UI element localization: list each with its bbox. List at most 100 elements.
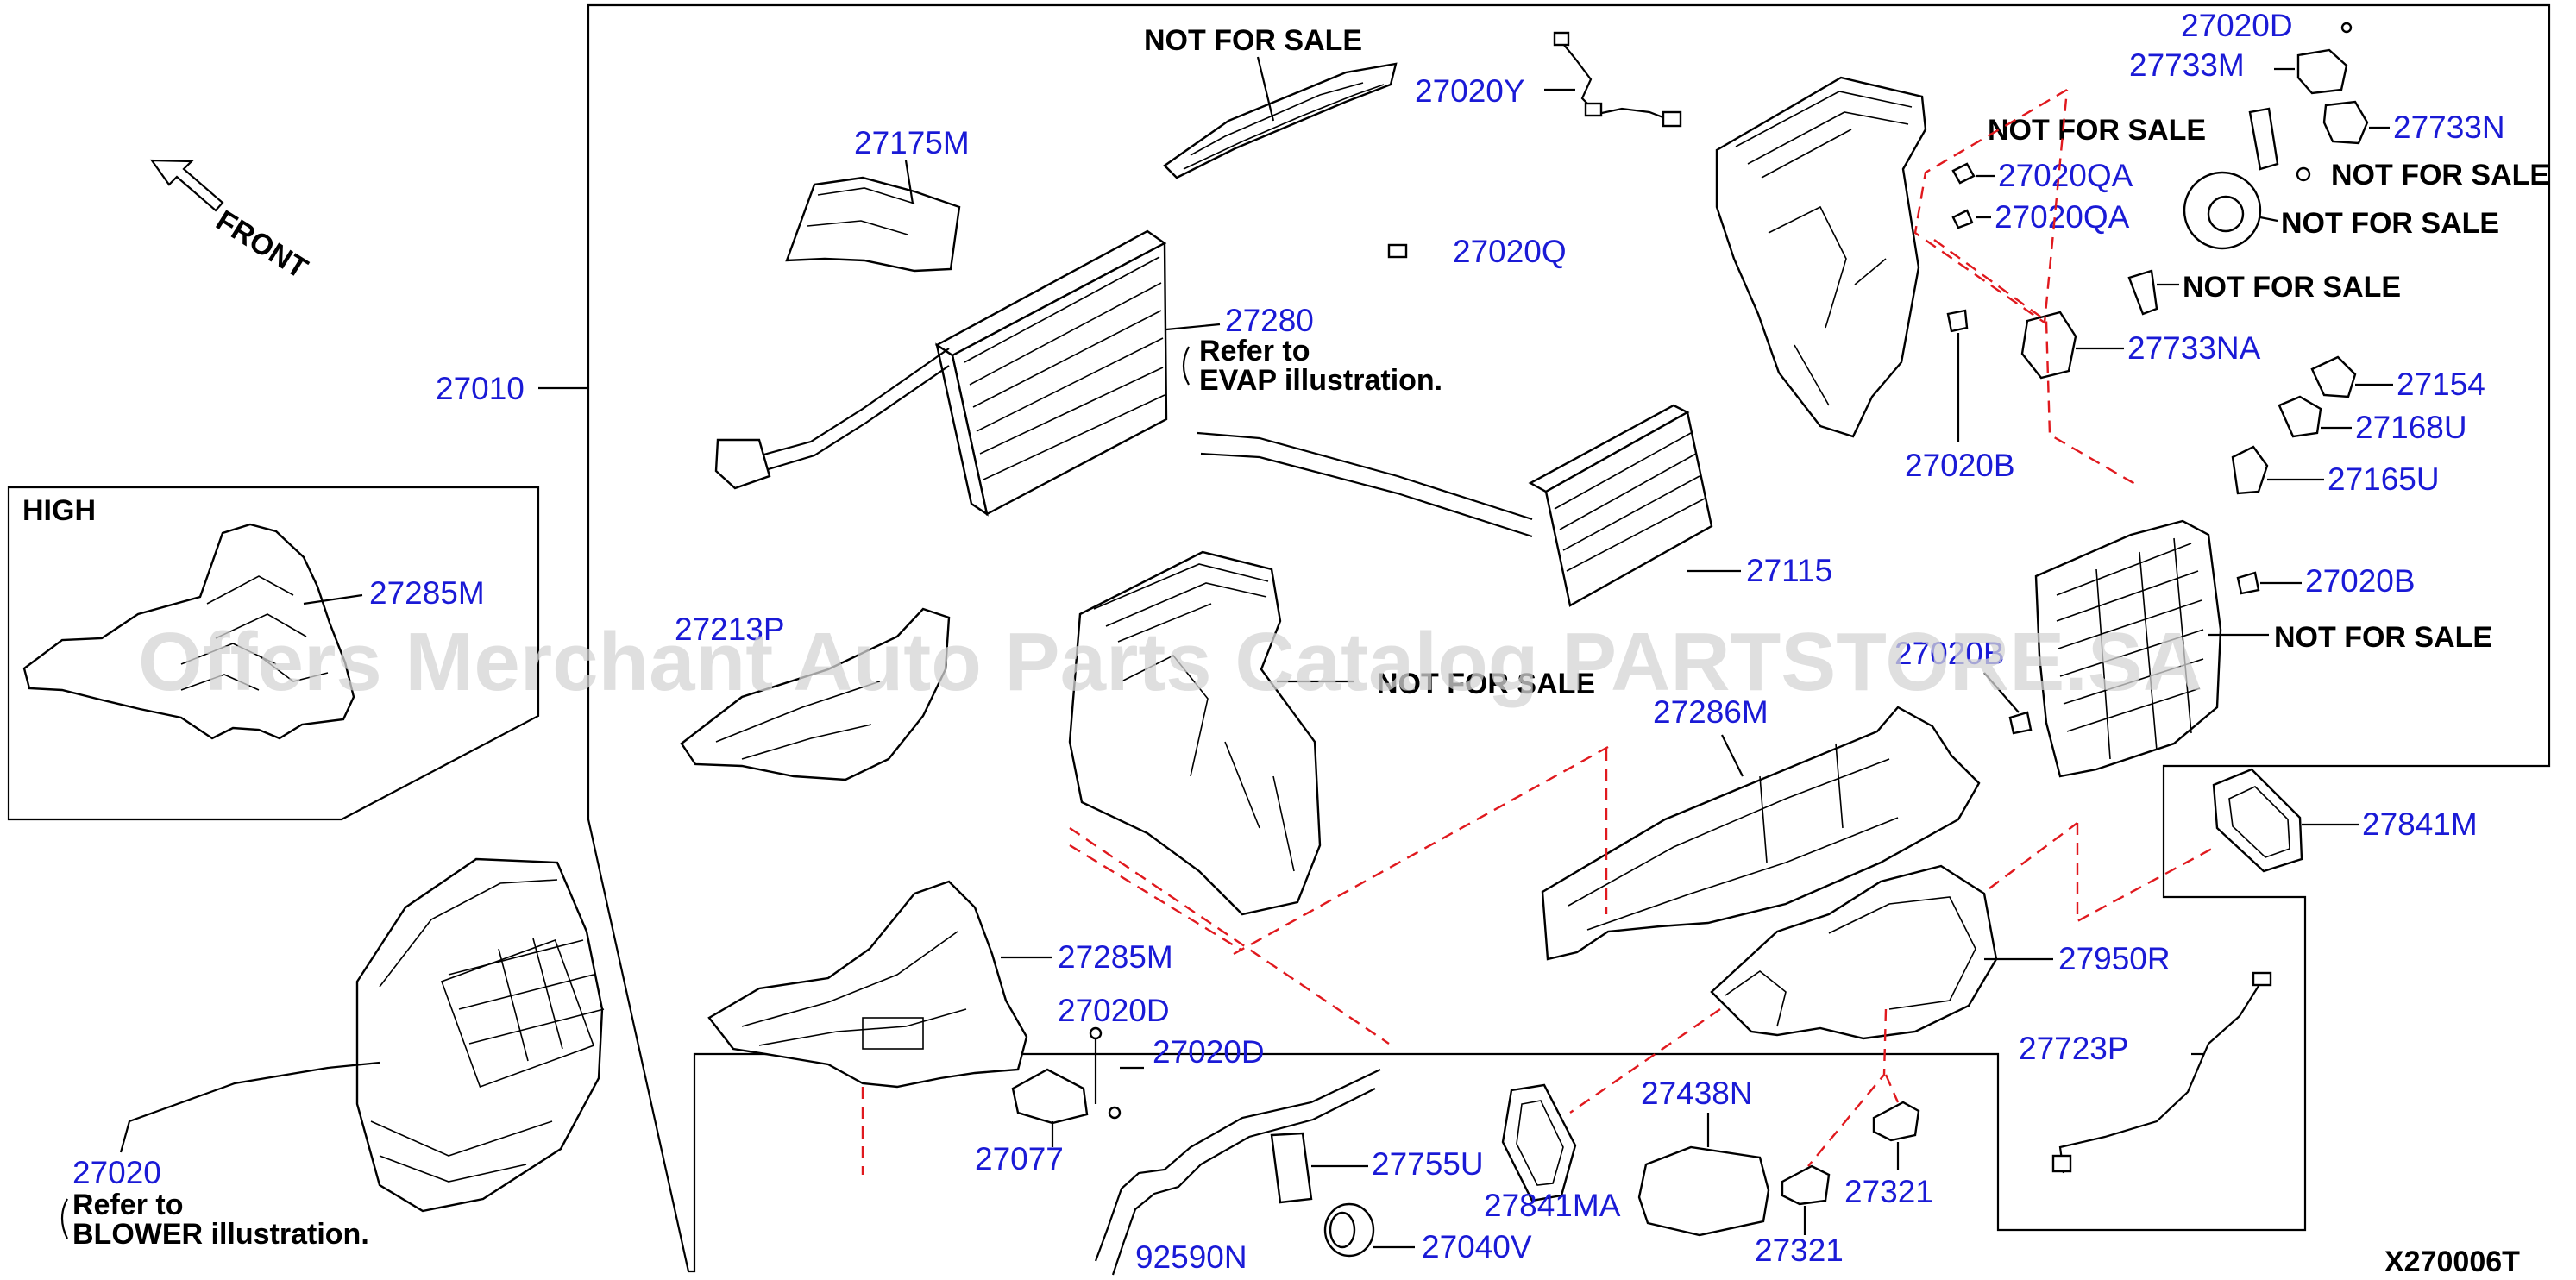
bracket-27077-illustration	[1011, 1068, 1089, 1125]
dashed-leaders	[861, 88, 2213, 1175]
leader-27020B-3	[1983, 672, 2020, 713]
part-27154: 27154	[2397, 367, 2485, 402]
leader-27175M	[904, 160, 914, 204]
leader-27285M-high	[303, 593, 363, 605]
link-rod-illustration	[2248, 107, 2279, 171]
harness-27723P-illustration	[2051, 971, 2272, 1174]
hose-92590N-illustration	[1094, 1069, 1381, 1276]
duct-27286M-illustration	[1541, 706, 1981, 961]
evaporator-27280-illustration	[714, 229, 1168, 517]
part-27841M: 27841M	[2362, 806, 2478, 842]
note-not-for-sale-4: NOT FOR SALE	[2281, 207, 2499, 240]
part-27020Y: 27020Y	[1415, 73, 1525, 109]
part-27733M: 27733M	[2129, 47, 2245, 83]
actuator-27733N-illustration	[2322, 100, 2369, 145]
duct-27175M-illustration	[785, 176, 961, 273]
part-27213P: 27213P	[675, 612, 785, 647]
hvac-case-upper-illustration	[1715, 76, 1927, 438]
duct-27285M-illustration	[707, 880, 1028, 1089]
part-27285M: 27285M	[1058, 939, 1173, 975]
part-27020Q: 27020Q	[1453, 234, 1567, 269]
part-27950R: 27950R	[2058, 941, 2171, 976]
note-not-for-sale-3: NOT FOR SALE	[2331, 159, 2549, 191]
part-27020QA-1: 27020QA	[1998, 158, 2133, 193]
part-27733N: 27733N	[2393, 110, 2505, 145]
leader-nfs-4	[2259, 216, 2278, 223]
clip-27020Q-illustration	[1387, 243, 1408, 259]
leader-27020	[119, 1061, 380, 1153]
part-27020D-top: 27020D	[2181, 8, 2293, 43]
note-refer-blower-2: BLOWER illustration.	[72, 1218, 369, 1251]
note-not-for-sale-6: NOT FOR SALE	[2274, 621, 2492, 654]
part-27841MA: 27841MA	[1484, 1188, 1621, 1223]
clip-27020B-2	[2236, 571, 2260, 595]
small-clip-illustration	[2296, 166, 2311, 182]
note-not-for-sale-7: NOT FOR SALE	[1377, 668, 1595, 700]
clip-27020QA-2	[1951, 209, 1974, 229]
part-27077: 27077	[975, 1141, 1064, 1176]
part-27723P: 27723P	[2019, 1031, 2129, 1066]
part-27165U: 27165U	[2328, 461, 2440, 497]
front-arrow	[149, 159, 224, 212]
part-92590N: 92590N	[1135, 1239, 1247, 1275]
part-27438N: 27438N	[1641, 1076, 1753, 1111]
part-27020QA-2: 27020QA	[1995, 199, 2130, 235]
part-27280: 27280	[1225, 303, 1314, 338]
heater-core-27115-illustration	[1197, 404, 1713, 607]
gear-link-illustration	[2183, 171, 2262, 250]
actuator-27733NA-illustration	[2020, 311, 2077, 380]
high-duct-illustration	[22, 523, 355, 740]
screw-27020D-1	[1089, 1026, 1103, 1040]
part-27175M: 27175M	[854, 125, 970, 160]
grille-part-illustration	[1163, 62, 1398, 179]
note-refer-blower-1: Refer to	[72, 1189, 183, 1221]
part-27020B-2: 27020B	[2305, 563, 2416, 599]
hvac-case-center-illustration	[1068, 550, 1322, 916]
bracket-nfs-5-illustration	[2127, 269, 2158, 316]
leader-nfs-1	[1256, 56, 1275, 122]
watermark: Offers Merchant Auto Parts Catalog PARTS…	[138, 616, 2202, 708]
lever-27165U-illustration	[2231, 445, 2269, 495]
duct-27950R-illustration	[1710, 864, 1998, 1040]
bracket-27213P-illustration	[680, 607, 951, 781]
refer-blower-bracket	[60, 1198, 68, 1239]
part-27321-1: 27321	[1844, 1174, 1933, 1209]
hvac-case-right-illustration	[2034, 519, 2222, 778]
blower-27020-illustration	[355, 857, 605, 1213]
high-label: HIGH	[22, 494, 96, 527]
leader-27280	[1165, 323, 1221, 331]
part-27733NA: 27733NA	[2127, 330, 2261, 366]
diagram-code: X270006T	[2384, 1245, 2520, 1278]
screw-27020D-2	[1108, 1106, 1122, 1120]
part-27115: 27115	[1746, 553, 1832, 588]
part-27020: 27020	[72, 1155, 161, 1190]
part-27020D-2: 27020D	[1153, 1034, 1265, 1070]
pad-27438N-illustration	[1637, 1145, 1770, 1237]
clip-27020B-1	[1946, 309, 1969, 333]
grille-27841MA-illustration	[1501, 1083, 1577, 1202]
part-27010: 27010	[436, 371, 525, 406]
high-inset-box	[7, 486, 540, 821]
harness-27020Y-illustration	[1553, 31, 1682, 128]
part-27168U: 27168U	[2355, 410, 2467, 445]
part-27020B-3: 27020B	[1894, 636, 2005, 671]
part-27286M: 27286M	[1653, 694, 1769, 730]
clip-27020B-3	[2008, 711, 2033, 735]
part-27285M-high: 27285M	[369, 575, 485, 611]
note-refer-evap-1: Refer to	[1199, 335, 1310, 367]
refer-evap-bracket	[1182, 346, 1190, 386]
actuator-27733M-illustration	[2296, 48, 2348, 95]
part-27755U: 27755U	[1372, 1146, 1484, 1182]
part-27321-2: 27321	[1755, 1233, 1844, 1268]
leader-27286M	[1721, 734, 1744, 777]
assembly-frame	[587, 3, 2551, 1273]
note-not-for-sale-5: NOT FOR SALE	[2183, 271, 2401, 304]
screw-27020D-top	[2340, 22, 2353, 34]
front-arrow-label: FRONT	[210, 204, 314, 285]
lever-27168U-illustration	[2278, 395, 2322, 438]
part-27040V: 27040V	[1422, 1229, 1532, 1264]
part-27020B-1: 27020B	[1905, 448, 2015, 483]
lever-27154-illustration	[2310, 355, 2357, 398]
clip-27020QA-1	[1951, 162, 1976, 185]
